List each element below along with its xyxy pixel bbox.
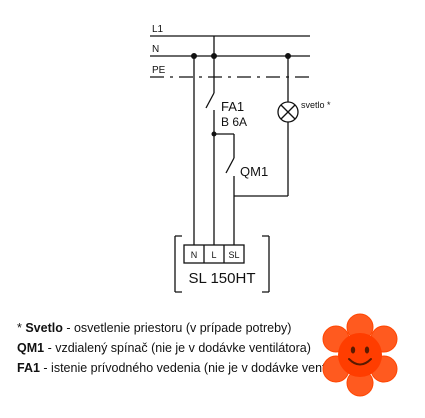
junction-qm1 xyxy=(211,131,217,137)
junction-n xyxy=(191,53,197,59)
legend-desc: - istenie prívodného vedenia (nie je v d… xyxy=(39,361,364,375)
breaker-rating: B 6A xyxy=(221,115,247,129)
terminal-n-label: N xyxy=(191,250,198,260)
legend-term: QM1 xyxy=(17,341,45,355)
unit-name: SL 150HT xyxy=(189,270,256,287)
legend-row-qm1: QM1 - vzdialený spínač (nie je v dodávke… xyxy=(17,338,417,358)
legend-row-fa1: FA1 - istenie prívodného vedenia (nie je… xyxy=(17,358,417,378)
breaker-contact xyxy=(205,92,215,109)
junction-l xyxy=(211,53,217,59)
rail-l1-label: L1 xyxy=(152,24,164,35)
light-icon xyxy=(277,101,299,123)
legend-row-svetlo: * Svetlo - osvetlenie priestoru (v prípa… xyxy=(17,321,292,335)
legend-term: FA1 xyxy=(17,361,40,375)
terminal-sl-label: SL xyxy=(228,250,239,260)
legend-desc: - osvetlenie priestoru (v prípade potreb… xyxy=(62,321,292,335)
junction-light xyxy=(285,53,291,59)
legend-desc: - vzdialený spínač (nie je v dodávke ven… xyxy=(44,341,311,355)
legend-term: Svetlo xyxy=(25,321,63,335)
rail-n-label: N xyxy=(152,44,159,55)
legend: * Svetlo - osvetlenie priestoru (v prípa… xyxy=(17,318,417,378)
light-label: svetlo * xyxy=(301,100,331,110)
wiring-diagram: L1 N PE FA1 B 6A QM1 svetlo * N L SL SL … xyxy=(150,24,331,293)
smiley-flower-icon xyxy=(322,313,398,397)
qm1-contact xyxy=(225,157,235,174)
rail-pe-label: PE xyxy=(152,65,166,76)
terminal-l-label: L xyxy=(211,250,216,260)
qm1-label: QM1 xyxy=(240,164,268,179)
breaker-name: FA1 xyxy=(221,99,244,114)
unit-frame xyxy=(174,235,270,293)
